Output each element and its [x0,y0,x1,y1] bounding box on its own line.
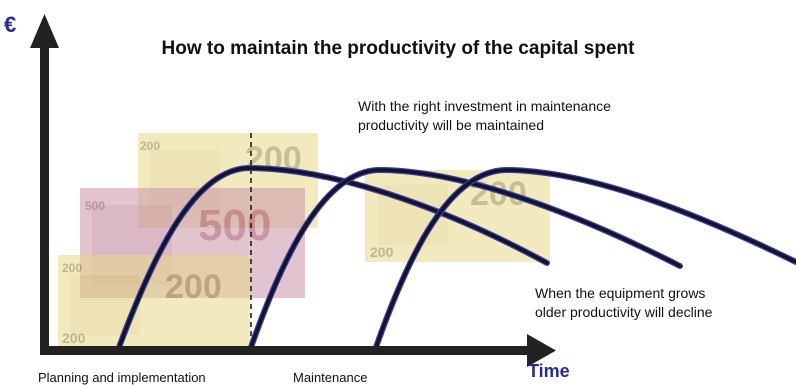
x-axis [40,346,530,355]
y-axis-arrow [30,14,59,48]
banknote-denomination: 200 [140,139,160,153]
annotation-line: With the right investment in maintenance [358,98,611,114]
banknote-denomination-corner: 200 [370,244,394,260]
phase-label-maintenance: Maintenance [293,370,368,385]
banknote-200-left: 200 200 200 [58,255,250,350]
curve-1 [116,166,549,352]
banknote-denomination-corner: 200 [62,330,86,346]
banknote-denomination-large: 200 [165,268,222,306]
curve-3 [373,168,796,352]
annotation-line: productivity will be maintained [358,117,544,133]
annotation-line: older productivity will decline [535,304,713,320]
page-title: How to maintain the productivity of the … [161,38,635,59]
annotation-decline: When the equipment grows older productiv… [535,284,755,322]
banknote-denomination: 500 [85,199,105,213]
x-axis-arrow [527,334,556,367]
y-axis [40,45,49,355]
axes [30,14,556,367]
x-axis-label: Time [528,361,570,381]
banknote-denomination-large: 500 [198,201,271,250]
annotation-line: When the equipment grows [535,285,706,301]
curve-2 [248,168,682,352]
banknote-denomination: 200 [62,261,82,275]
phase-label-planning: Planning and implementation [38,370,206,385]
y-axis-label: € [4,12,17,37]
annotation-maintained: With the right investment in maintenance… [358,97,678,135]
productivity-curves [115,164,796,353]
